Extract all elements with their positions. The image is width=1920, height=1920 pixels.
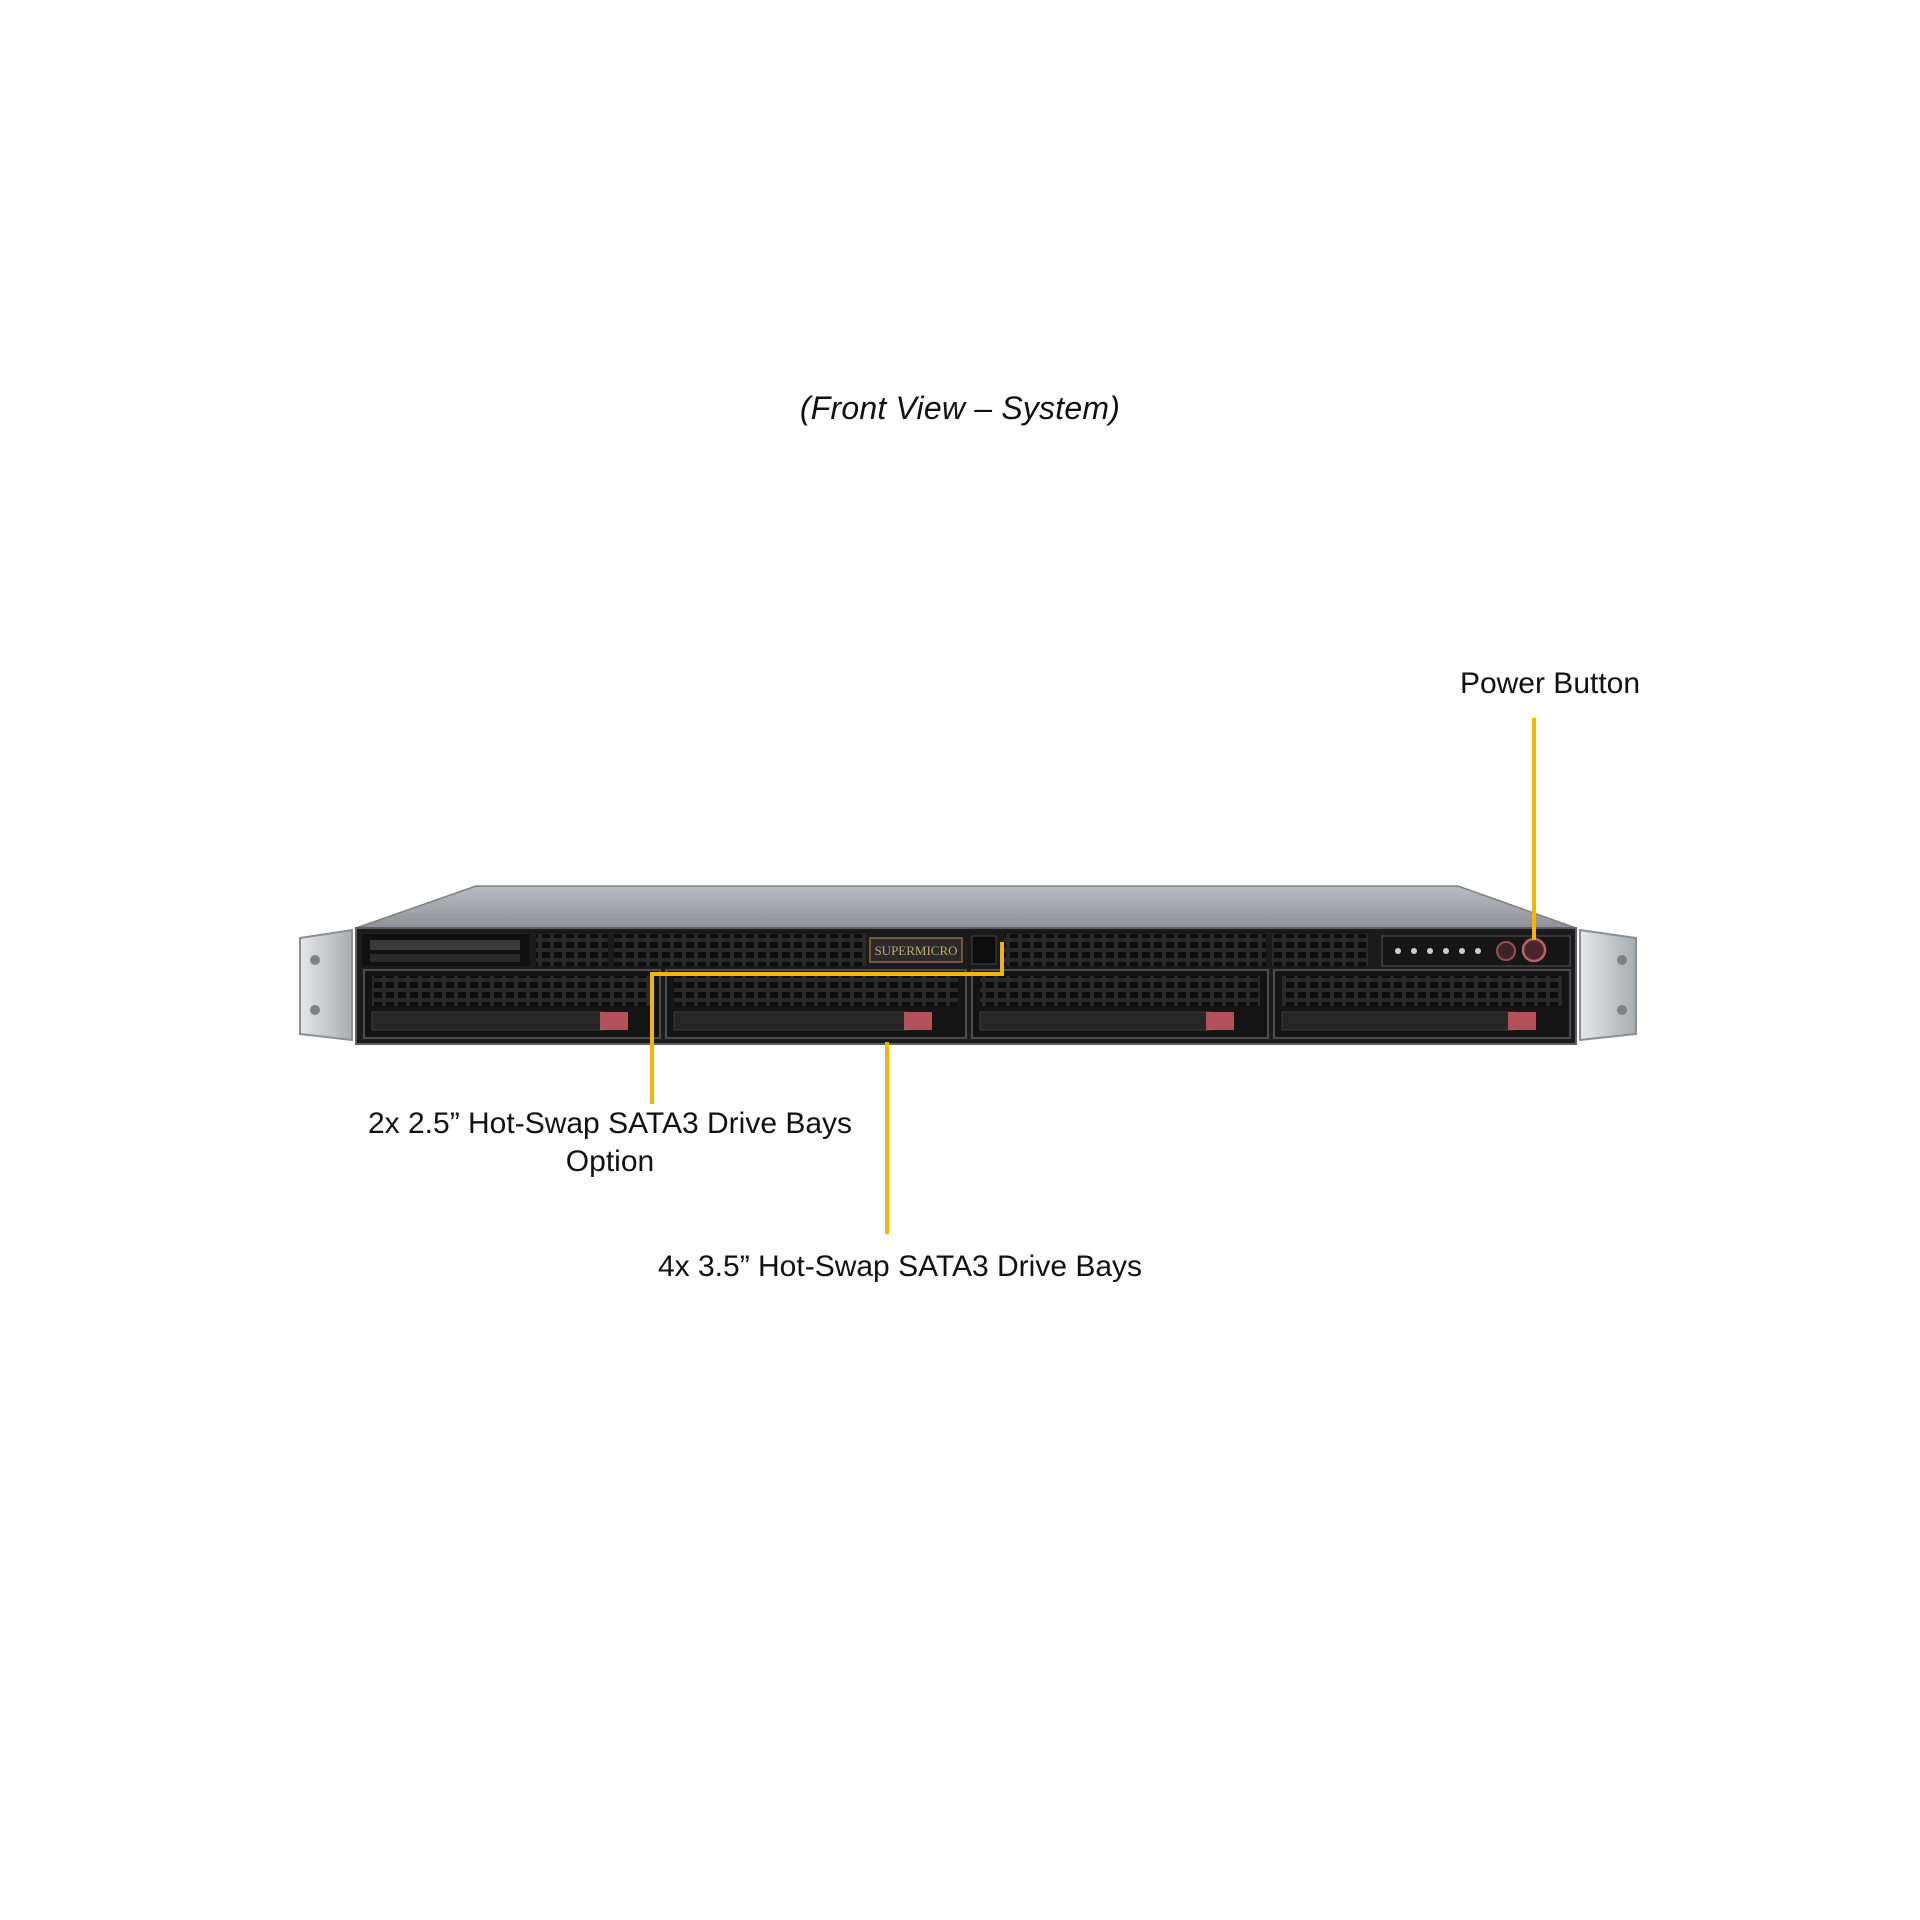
led-indicator-icon	[1459, 948, 1465, 954]
control-panel	[1381, 935, 1571, 967]
drive-bays-25-label-line1: 2x 2.5” Hot-Swap SATA3 Drive Bays	[367, 1107, 853, 1140]
drive-bays-25-label-line2: Option	[565, 1145, 655, 1178]
drive-bays-25-label: 2x 2.5” Hot-Swap SATA3 Drive Bays Option	[290, 1105, 930, 1181]
callout-lines	[650, 718, 1536, 1234]
left-rack-ear	[299, 928, 353, 1042]
led-indicator-icon	[1475, 948, 1481, 954]
svg-text:SUPERMICRO: SUPERMICRO	[874, 943, 957, 958]
led-indicator-icon	[1443, 948, 1449, 954]
power-button-icon[interactable]	[1521, 937, 1547, 963]
drive-bays-35-label: 4x 3.5” Hot-Swap SATA3 Drive Bays	[657, 1250, 1143, 1283]
right-rack-ear	[1579, 928, 1637, 1042]
drive-latch-icon[interactable]	[600, 1012, 628, 1030]
drive-latch-icon[interactable]	[904, 1012, 932, 1030]
drive-bay-4[interactable]	[1273, 969, 1571, 1039]
drive-bay-2[interactable]	[665, 969, 967, 1039]
reset-button-icon[interactable]	[1496, 941, 1516, 961]
chassis-top-cover	[355, 885, 1577, 929]
drive-bay-3[interactable]	[971, 969, 1269, 1039]
led-indicator-icon	[1395, 948, 1401, 954]
drive-latch-icon[interactable]	[1508, 1012, 1536, 1030]
power-button-label: Power Button	[1459, 667, 1641, 700]
supermicro-logo: SUPERMICRO	[869, 937, 963, 963]
led-indicator-icon	[1427, 948, 1433, 954]
led-indicator-icon	[1411, 948, 1417, 954]
front-vent-grille	[362, 934, 1368, 966]
page-title: (Front View – System)	[799, 390, 1121, 426]
front-slot	[971, 935, 997, 965]
drive-bay-1[interactable]	[363, 969, 661, 1039]
drive-latch-icon[interactable]	[1206, 1012, 1234, 1030]
drive-bays-25-callout-line	[650, 942, 1004, 1104]
